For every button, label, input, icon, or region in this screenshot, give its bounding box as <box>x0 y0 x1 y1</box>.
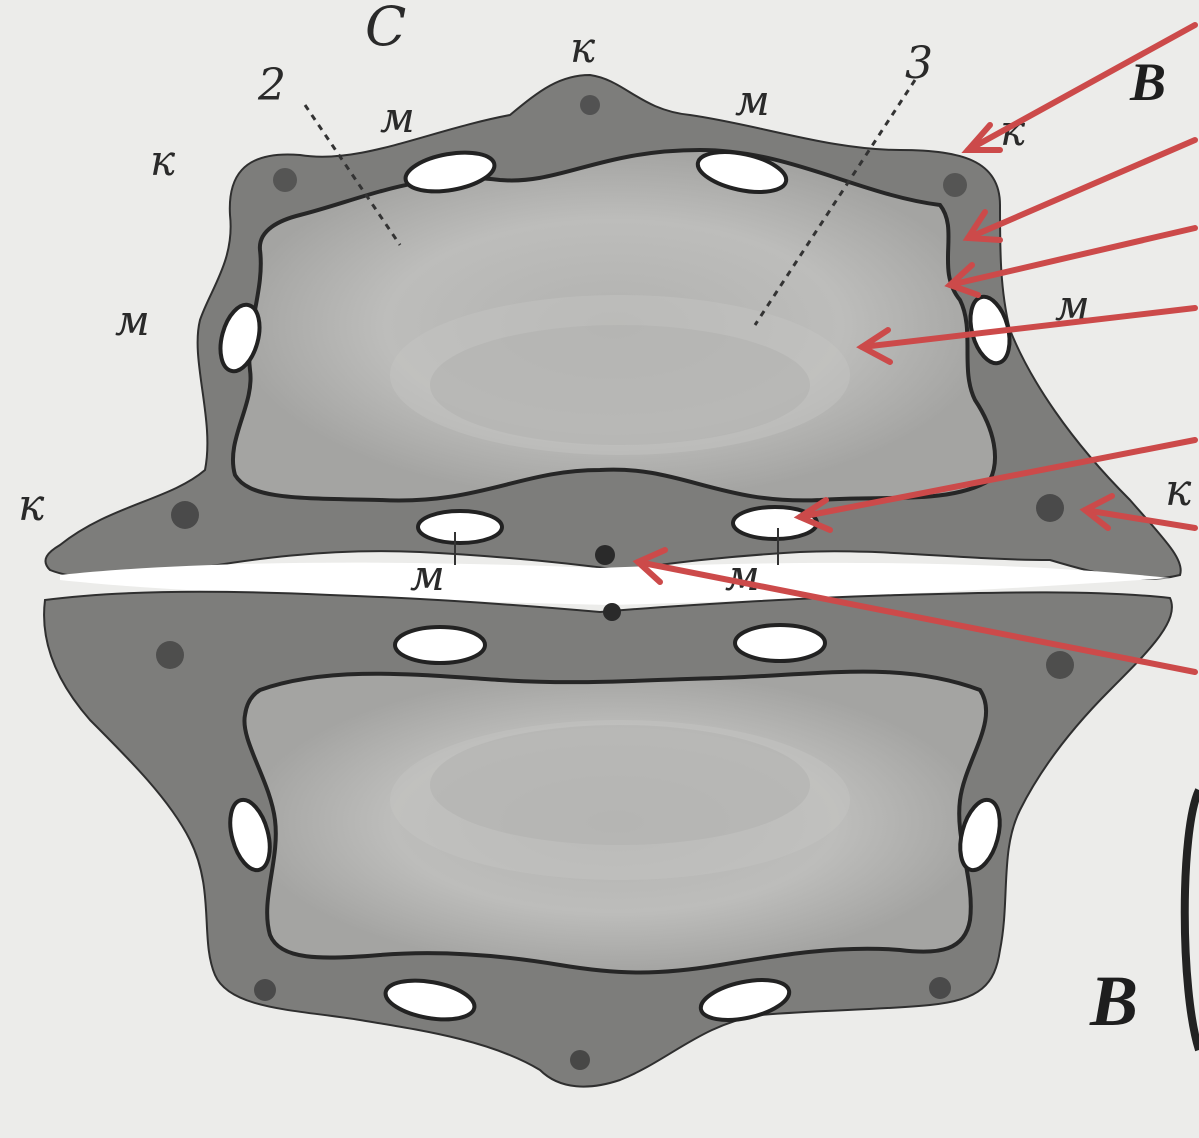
label-m-top-left: м <box>380 93 415 142</box>
label-k-right: к <box>1165 465 1192 516</box>
lower-nucleus-right <box>1046 651 1074 679</box>
label-c: C <box>365 0 406 58</box>
label-3: 3 <box>905 38 933 89</box>
lower-nucleus-left <box>156 641 184 669</box>
lower-cell-core <box>430 725 810 845</box>
lower-nucleus-center <box>603 603 621 621</box>
upper-nucleus-top <box>580 95 600 115</box>
label-m-left: м <box>115 296 150 345</box>
upper-cell-core <box>430 325 810 445</box>
upper-nucleus-center <box>595 545 615 565</box>
label-m-top-right: м <box>735 76 770 125</box>
label-m-bottom-left: м <box>410 551 445 600</box>
upper-nucleus-left <box>171 501 199 529</box>
lower-channel-top-right <box>735 625 825 661</box>
label-k-left: к <box>18 480 45 531</box>
upper-nucleus-top-right <box>943 173 967 197</box>
lower-nucleus-bottom-left <box>254 979 276 1001</box>
label-k-top: к <box>570 23 596 72</box>
upper-nucleus-right <box>1036 494 1064 522</box>
lower-channel-top-left <box>395 627 485 663</box>
upper-channel-bottom-left <box>418 511 502 543</box>
label-k-top-left: к <box>150 136 176 185</box>
label-2: 2 <box>257 60 286 111</box>
lower-nucleus-bottom-right <box>929 977 951 999</box>
lower-nucleus-bottom <box>570 1050 590 1070</box>
upper-nucleus-top-left <box>273 168 297 192</box>
panel-letter: B <box>1089 961 1138 1041</box>
label-m-bottom-right: м <box>725 551 760 600</box>
